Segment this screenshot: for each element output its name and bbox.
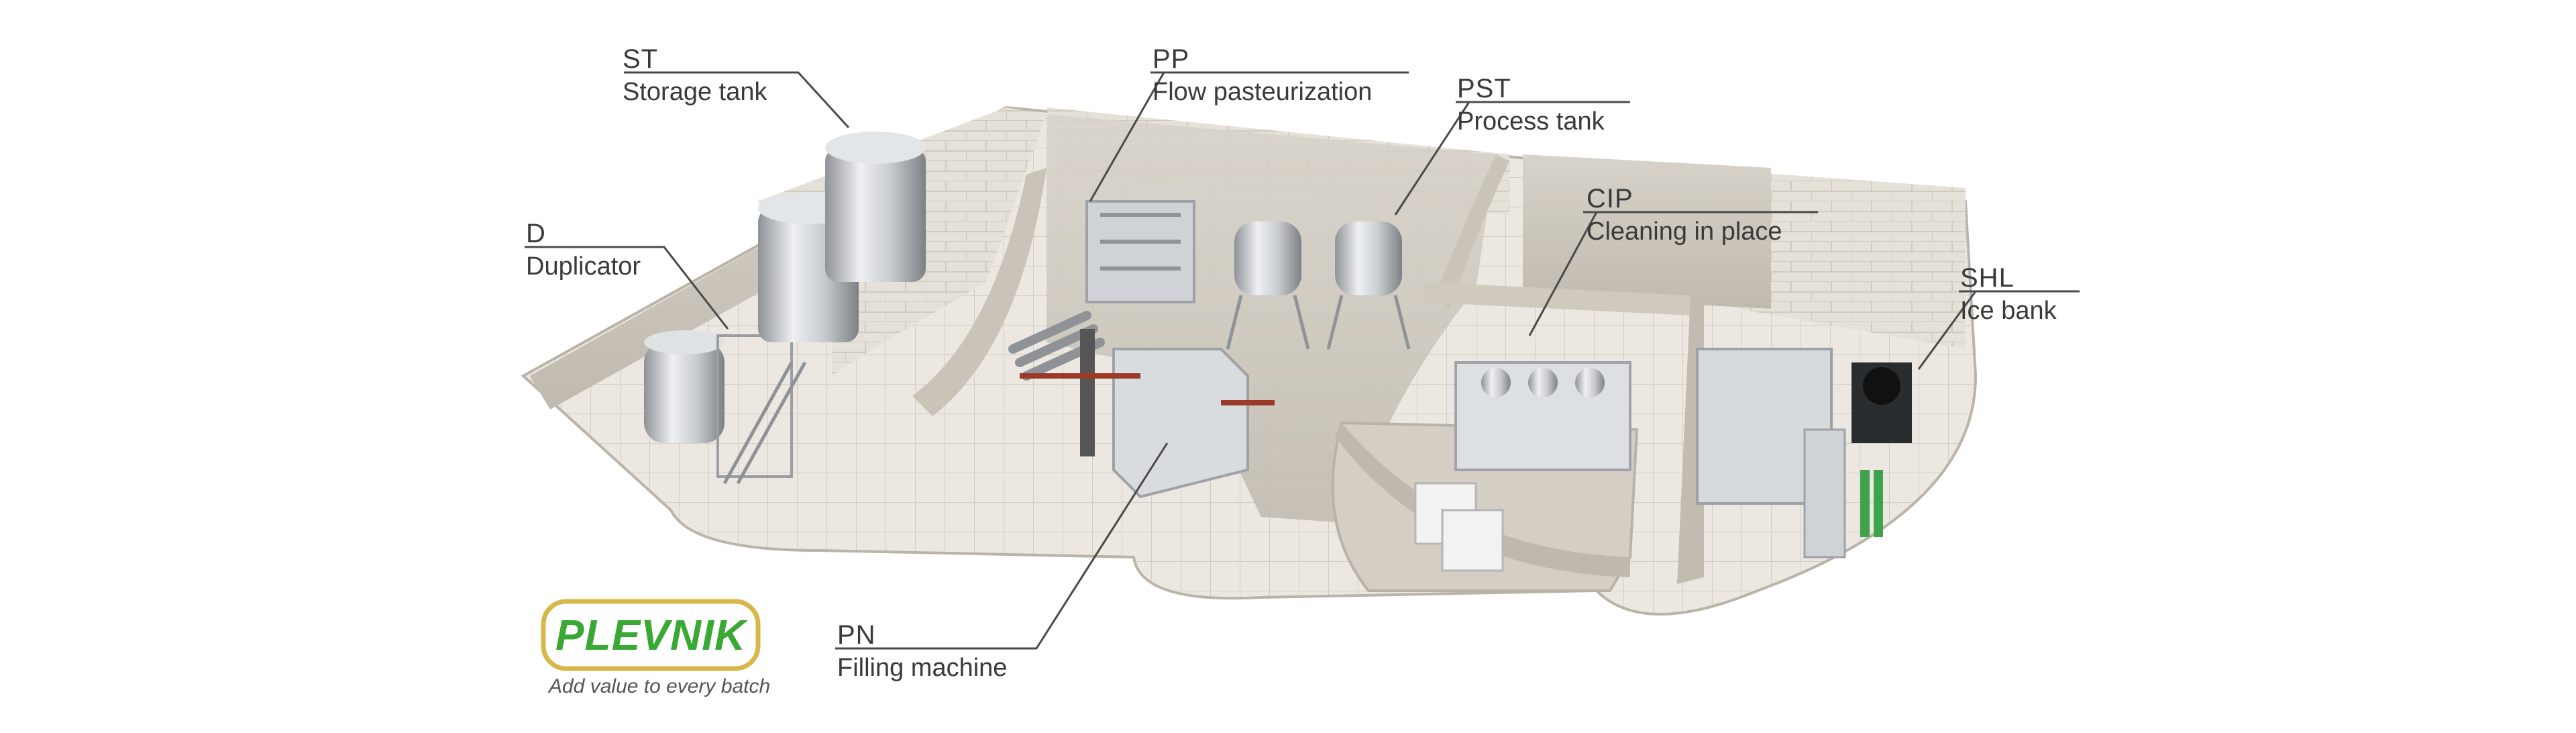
label-text: Duplicator xyxy=(526,252,641,281)
label-pp: PP Flow pasteurization xyxy=(1152,46,1372,105)
leader-d xyxy=(525,246,729,330)
duplicator-equipment xyxy=(644,330,807,485)
plevnik-logo: PLEVNIK xyxy=(541,599,761,671)
label-text: Process tank xyxy=(1457,107,1605,136)
leader-st xyxy=(624,71,850,129)
label-code: PN xyxy=(837,620,876,650)
label-code: ST xyxy=(623,44,659,74)
logo-badge-shape xyxy=(541,599,761,671)
label-code: CIP xyxy=(1587,184,1633,213)
label-code: PST xyxy=(1457,74,1511,103)
label-code: SHL xyxy=(1960,263,2015,293)
process-tanks xyxy=(1226,222,1411,350)
label-pst: PST Process tank xyxy=(1457,75,1605,134)
label-text: Flow pasteurization xyxy=(1152,78,1373,106)
filling-machine xyxy=(1020,329,1275,499)
label-text: Cleaning in place xyxy=(1587,217,1782,246)
leader-pp xyxy=(1089,71,1409,202)
leader-lines xyxy=(525,71,2080,650)
leader-shl xyxy=(1917,290,2080,370)
storage-tanks xyxy=(758,132,926,342)
logo-wordmark: PLEVNIK xyxy=(555,611,747,659)
ice-bank-unit xyxy=(1696,348,1912,558)
label-pn: PN Filling machine xyxy=(837,622,1007,681)
leader-pn xyxy=(835,442,1169,650)
cip-station xyxy=(1414,361,1631,572)
leader-pst xyxy=(1394,101,1630,215)
label-shl: SHL Ice bank xyxy=(1960,264,2057,324)
label-cip: CIP Cleaning in place xyxy=(1587,185,1782,244)
label-code: D xyxy=(526,219,546,248)
label-text: Ice bank xyxy=(1960,297,2057,325)
logo-tagline: Add value to every batch xyxy=(549,675,771,697)
label-text: Filling machine xyxy=(837,654,1008,682)
label-text: Storage tank xyxy=(623,78,767,106)
label-d: D Duplicator xyxy=(526,220,641,279)
pasteurizer-equipment xyxy=(1085,200,1195,303)
label-code: PP xyxy=(1152,44,1190,74)
leader-cip xyxy=(1528,211,1818,336)
label-st: ST Storage tank xyxy=(623,46,767,105)
